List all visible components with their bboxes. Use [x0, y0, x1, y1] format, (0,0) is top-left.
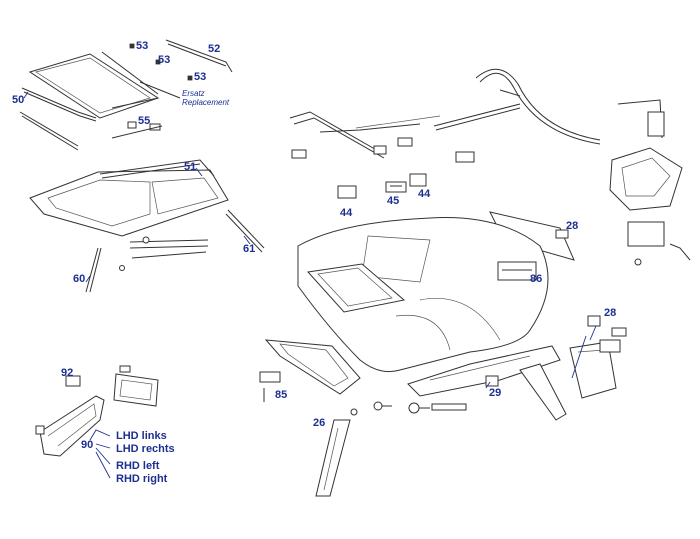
callout-60: 60	[73, 273, 86, 285]
callout-61: 61	[243, 243, 256, 255]
hinge-bracket-part-45	[385, 181, 407, 193]
leader-lines	[23, 91, 597, 479]
callout-90: 90	[81, 439, 94, 451]
callout-53-a: 53	[136, 40, 149, 52]
callout-26: 26	[313, 417, 326, 429]
callout-55: 55	[138, 115, 151, 127]
headliner-panel	[297, 217, 549, 373]
wind-deflector-rails	[101, 39, 233, 99]
callout-50: 50	[12, 94, 25, 106]
sun-visor-part-90	[35, 395, 105, 457]
visor-clip-part-92	[65, 375, 81, 387]
rear-shelf-panel-part-85	[259, 339, 361, 402]
callout-28-b: 28	[604, 307, 617, 319]
replacement-note-line2: Replacement	[182, 98, 230, 107]
clip-parts-55	[111, 121, 163, 139]
drain-rail-part-60	[85, 247, 102, 293]
callout-29: 29	[489, 387, 502, 399]
callout-53-b: 53	[158, 54, 171, 66]
sunroof-frame-part-51	[29, 159, 229, 237]
drain-rail-part-61	[225, 209, 265, 253]
sunroof-seal-part-50	[21, 87, 97, 122]
frame-lower-strips	[119, 236, 209, 271]
sunroof-motor-unit	[609, 99, 691, 266]
fastener-screws	[350, 401, 467, 416]
legend-rhd-left: RHD left	[116, 460, 160, 472]
callout-53-c: 53	[194, 71, 207, 83]
callout-52: 52	[208, 43, 221, 55]
visor-variant-legend: LHD links LHD rechts RHD left RHD right	[116, 430, 175, 486]
callout-86: 86	[530, 273, 543, 285]
callout-85: 85	[275, 389, 288, 401]
hinge-bracket-part-44	[337, 173, 427, 199]
rear-trim-panel	[407, 345, 561, 397]
callout-44-a: 44	[340, 207, 353, 219]
roof-rail-assembly	[289, 103, 521, 163]
legend-lhd-left: LHD links	[116, 430, 167, 442]
callout-44-b: 44	[418, 188, 431, 200]
legend-lhd-right: LHD rechts	[116, 443, 175, 455]
cable-harness	[475, 68, 601, 145]
a-pillar-trim-part-26	[315, 419, 351, 497]
replacement-note-line1: Ersatz	[182, 89, 205, 98]
replacement-note: Ersatz Replacement	[182, 89, 229, 107]
vanity-mirror	[113, 365, 159, 407]
sunroof-glass-panel	[28, 53, 160, 119]
guide-strip-part-55	[19, 97, 159, 151]
grab-handle-part-28	[587, 315, 627, 353]
callout-45: 45	[387, 195, 400, 207]
callout-92: 92	[61, 367, 74, 379]
callout-28-a: 28	[566, 220, 579, 232]
legend-rhd-right: RHD right	[116, 473, 168, 485]
callout-51: 51	[184, 161, 197, 173]
